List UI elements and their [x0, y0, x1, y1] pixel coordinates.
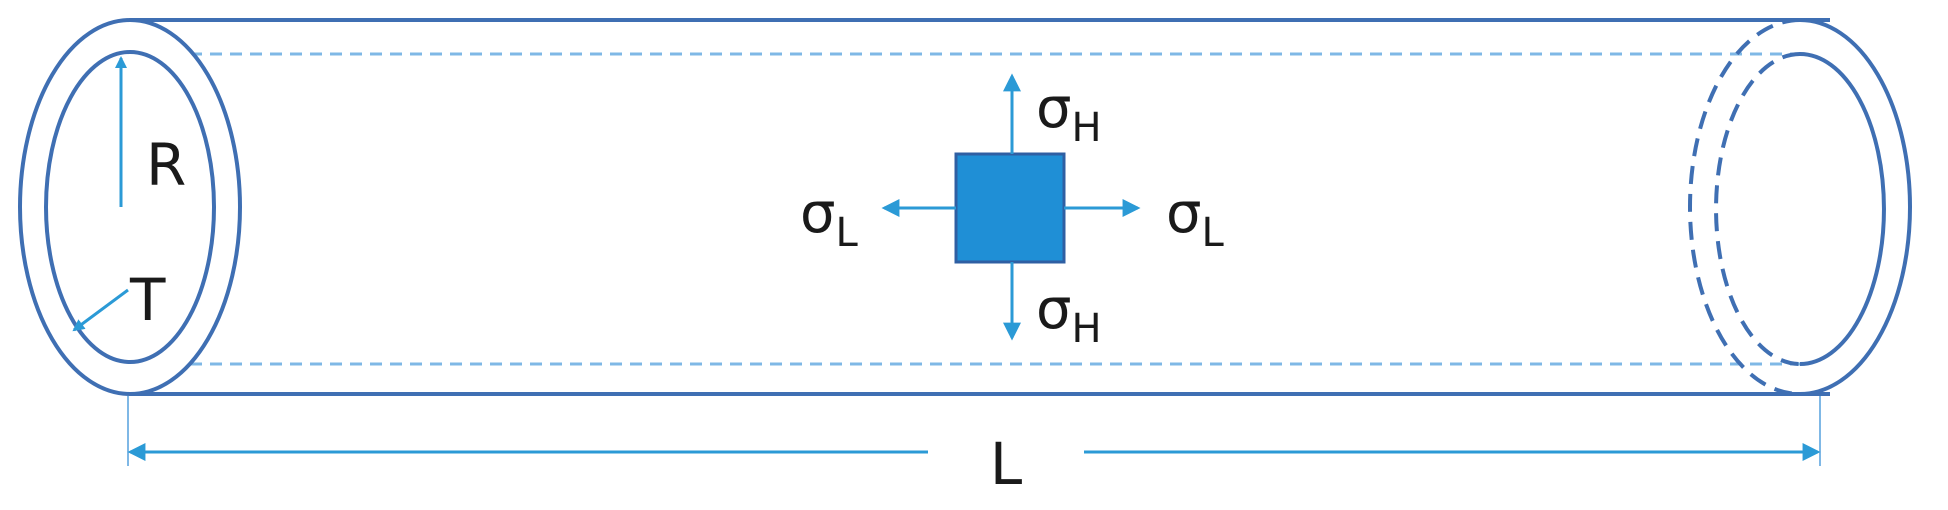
hoop-stress-label-bottom: σH	[1036, 277, 1102, 352]
longitudinal-stress-subscript-right: L	[1202, 210, 1225, 256]
pipe-right-inner-arc	[1799, 52, 1886, 366]
longitudinal-stress-symbol-left: σ	[800, 181, 836, 246]
pipe-right-outer-hidden-arc	[1688, 18, 1801, 396]
thickness-label: T	[129, 266, 166, 334]
longitudinal-stress-label-left: σL	[800, 181, 859, 256]
hoop-stress-symbol-top: σ	[1036, 76, 1072, 141]
hoop-stress-subscript-top: H	[1072, 105, 1102, 151]
stress-element	[954, 152, 1066, 264]
longitudinal-stress-subscript-left: L	[836, 210, 859, 256]
hoop-stress-label-top: σH	[1036, 76, 1102, 151]
thickness-arrow	[72, 288, 129, 332]
pipe-body	[18, 18, 1912, 396]
longitudinal-stress-symbol-right: σ	[1166, 181, 1202, 246]
radius-label: R	[146, 131, 186, 199]
pipe-right-outer-arc	[1799, 18, 1912, 396]
hoop-stress-symbol-bottom: σ	[1036, 277, 1072, 342]
longitudinal-stress-label-right: σL	[1166, 181, 1225, 256]
pipe-right-inner-hidden-arc	[1714, 52, 1801, 366]
hoop-stress-subscript-bottom: H	[1072, 306, 1102, 352]
pipe-left-inner-ring	[44, 50, 216, 364]
length-label: L	[990, 430, 1022, 498]
